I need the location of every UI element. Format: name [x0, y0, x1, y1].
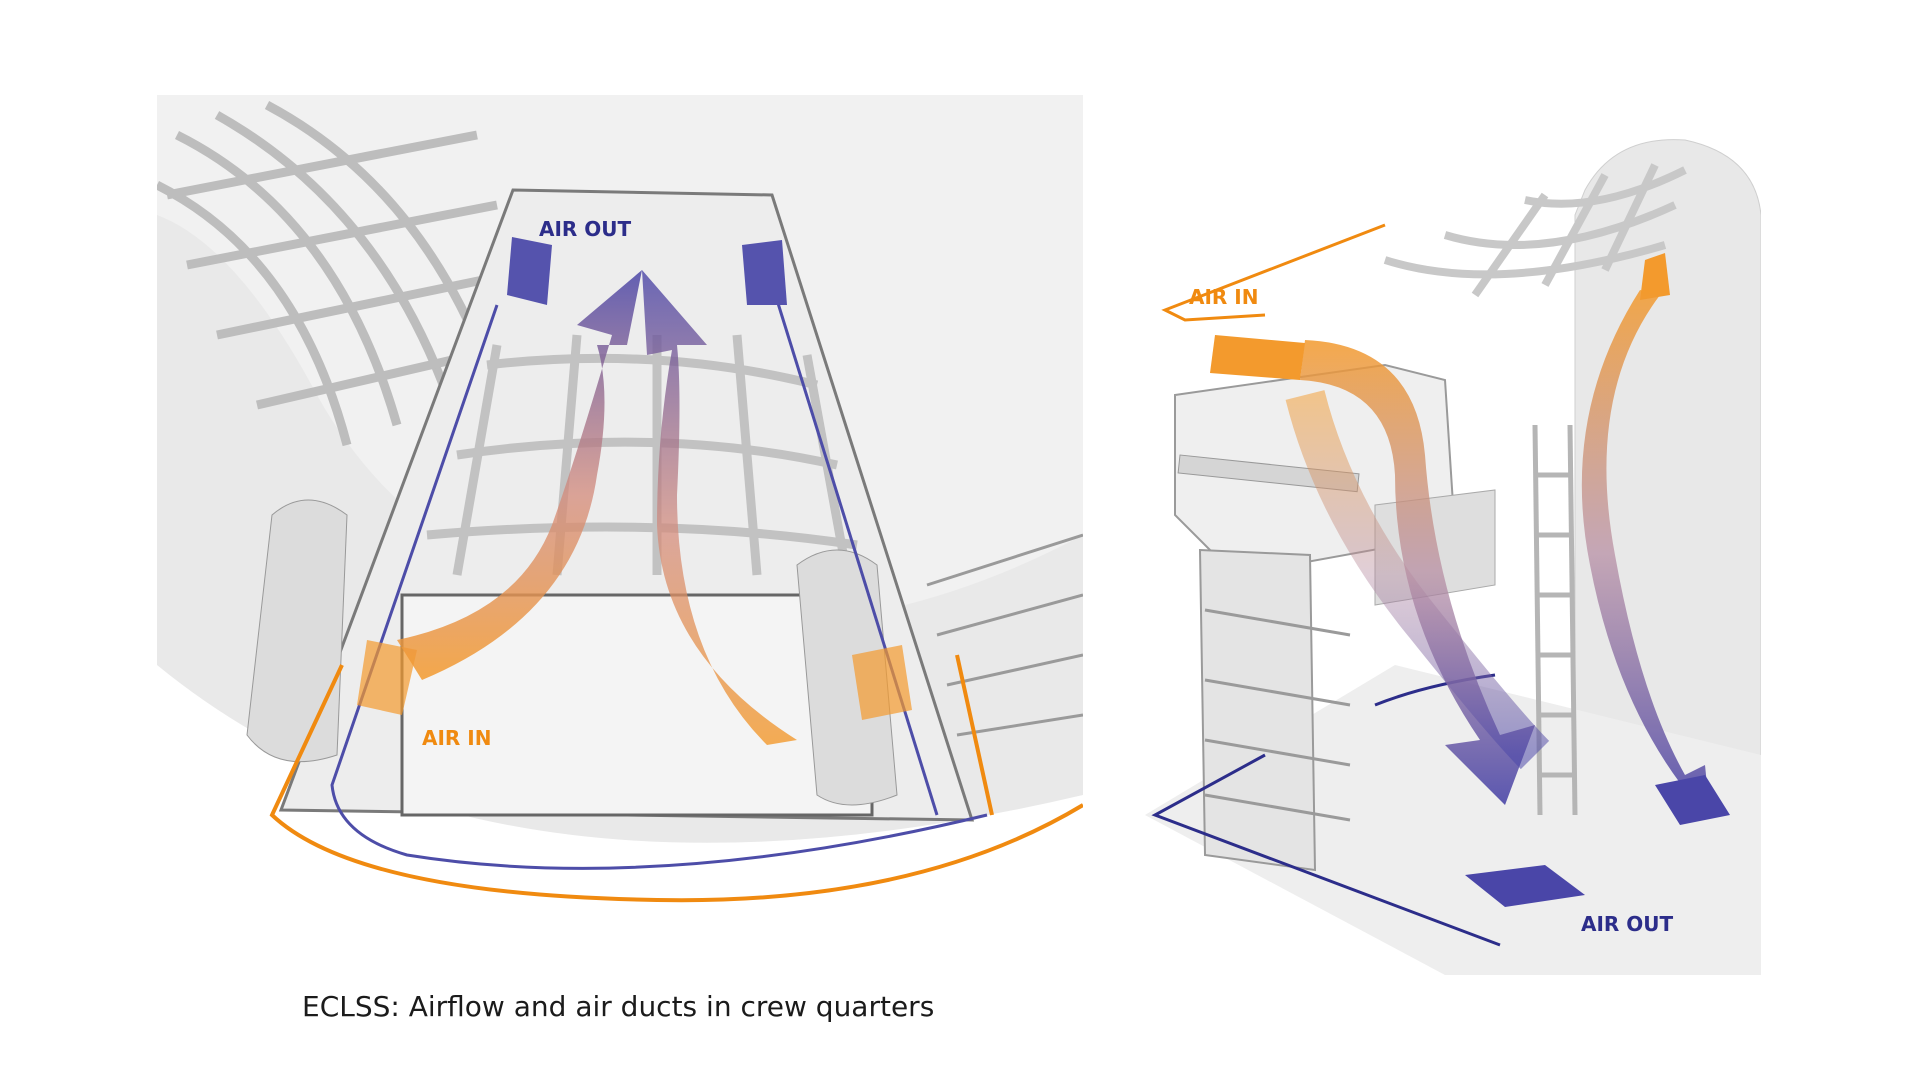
air-out-vent-left — [507, 237, 552, 305]
bookshelf-shelves — [1204, 608, 1351, 822]
ceiling-net — [1383, 163, 1687, 298]
air-out-duct-lower — [1151, 753, 1501, 947]
pillow-right — [796, 549, 898, 806]
airflow-arrow-wall — [1581, 290, 1710, 815]
bookshelf — [1198, 548, 1317, 872]
figure-caption: ECLSS: Airflow and air ducts in crew qua… — [302, 990, 935, 1023]
airflow-arrow-left — [397, 270, 642, 680]
air-in-vent-bunk — [1210, 335, 1305, 380]
air-in-vent-wall — [1640, 253, 1670, 300]
label-air-out-left: AIR OUT — [539, 217, 632, 241]
air-in-duct — [1161, 223, 1386, 322]
isometric-view-illustration: AIR IN AIR OUT — [1145, 95, 1761, 975]
top-view-svg: AIR OUT AIR IN — [157, 95, 1083, 925]
air-in-vent-left — [357, 640, 417, 715]
air-out-vent-right — [742, 240, 787, 305]
air-in-duct-right — [955, 654, 994, 816]
label-air-out: AIR OUT — [1581, 912, 1674, 936]
air-out-vent-right — [1655, 775, 1730, 825]
air-in-vent-right — [852, 645, 912, 720]
air-out-duct-left — [330, 304, 988, 870]
stairs-right — [926, 533, 1083, 737]
air-out-duct-right — [775, 299, 939, 816]
air-out-vent-left — [1465, 865, 1585, 907]
pillow-left — [246, 499, 348, 763]
airflow-arrow-shelf — [1285, 390, 1550, 770]
top-view-illustration: AIR OUT AIR IN — [157, 95, 1083, 925]
isometric-view-svg: AIR IN AIR OUT — [1145, 95, 1761, 975]
label-air-in: AIR IN — [1189, 285, 1258, 309]
label-air-in-left: AIR IN — [422, 726, 491, 750]
outer-floor — [157, 665, 1083, 925]
airflow-arrow-right — [642, 270, 797, 745]
air-in-duct-bottom — [269, 664, 1083, 903]
